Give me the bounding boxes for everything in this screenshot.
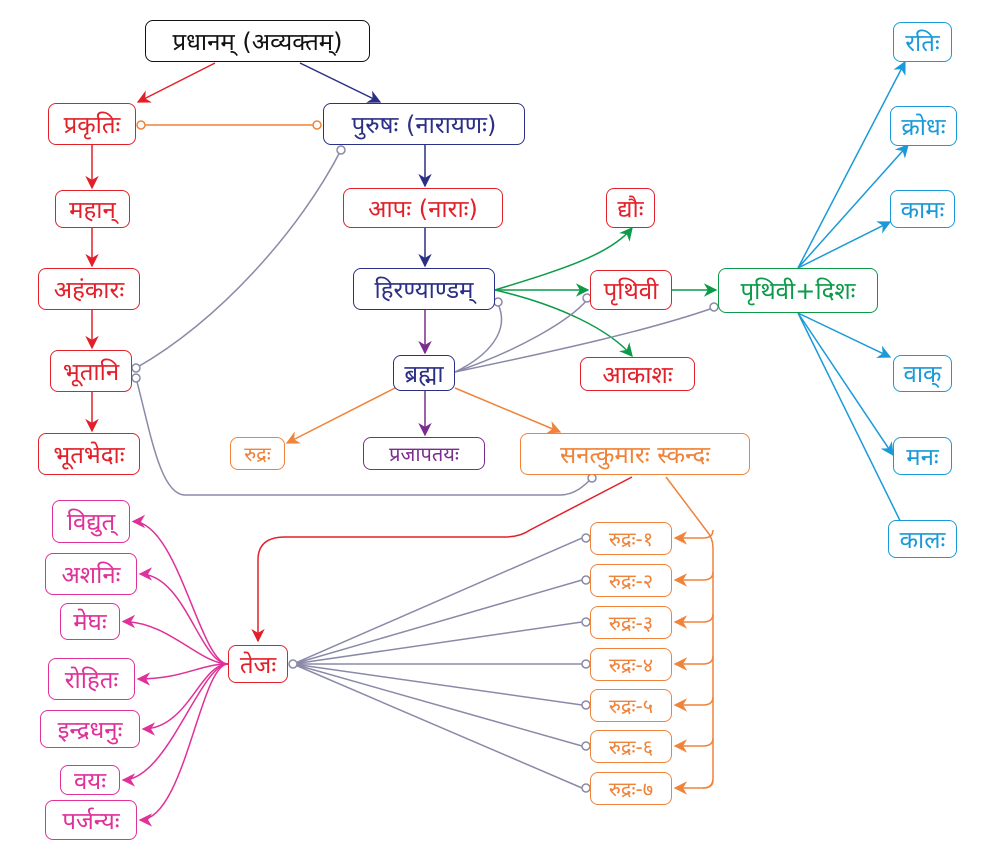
node-ahankara: अहंकारः xyxy=(38,268,140,310)
edge-tejah-magenta-5 xyxy=(121,663,229,787)
edge-tejah-magenta-6 xyxy=(138,663,229,827)
edge-hiranyanda-dyauh xyxy=(494,226,633,291)
edge-pradhanam-prakriti xyxy=(136,62,216,103)
edge-tejah-magenta-1 xyxy=(138,567,229,665)
link-tejah-rudra-5 xyxy=(292,663,583,706)
link-end-circle xyxy=(131,373,141,383)
edge-dishah-blue-0 xyxy=(797,60,906,269)
edge-sanatkumara-rudra-3 xyxy=(673,613,714,629)
node-rudra-5: रुद्रः-५ xyxy=(590,689,672,722)
link-brahma-hiranyanda xyxy=(454,303,503,373)
edge-tejah-magenta-2 xyxy=(121,614,229,665)
edge-dishah-blue-2 xyxy=(797,221,892,269)
link-end-circle xyxy=(581,575,591,585)
node-prithivi: पृथिवी xyxy=(590,270,672,310)
node-rudra-3: रुद्रः-३ xyxy=(590,606,672,639)
node-blue-0: रतिः xyxy=(893,22,952,62)
node-magenta-6: पर्जन्यः xyxy=(45,800,137,840)
edge-sanatkumara-rudra-1 xyxy=(673,529,714,545)
link-end-circle xyxy=(587,473,597,483)
edge-pradhanam-purusha xyxy=(299,62,382,103)
node-sanatkumara: सनत्कुमारः स्कन्दः xyxy=(520,433,750,475)
edge-tejah-magenta-0 xyxy=(131,514,229,665)
node-rudra: रुद्रः xyxy=(230,437,285,470)
node-blue-3: वाक् xyxy=(893,355,952,392)
link-tejah-rudra-2 xyxy=(292,579,583,665)
node-brahma: ब्रह्मा xyxy=(393,355,455,391)
node-apah: आपः (नाराः) xyxy=(343,188,503,228)
edge-tejah-magenta-4 xyxy=(141,663,229,736)
node-blue-2: कामः xyxy=(890,190,955,228)
link-end-circle xyxy=(581,659,591,669)
edge-tejah-magenta-3 xyxy=(136,663,229,686)
link-bhutani-sanatkumara xyxy=(135,377,593,496)
node-hiranyanda: हिरण्याण्डम् xyxy=(353,268,495,310)
node-rudra-2: रुद्रः-२ xyxy=(590,564,672,597)
link-brahma-prithivi xyxy=(454,299,588,373)
link-end-circle xyxy=(336,145,346,155)
edge-sanatkumara-rudra-2 xyxy=(673,571,714,587)
link-end-circle xyxy=(581,783,591,793)
node-prithivi-dishah: पृथिवी+दिशः xyxy=(718,268,878,313)
link-end-circle xyxy=(288,659,298,669)
edge-hiranyanda-akasha xyxy=(494,289,633,358)
node-blue-1: क्रोधः xyxy=(890,106,957,146)
link-tejah-rudra-3 xyxy=(292,621,583,665)
node-pradhanam: प्रधानम् (अव्यक्तम्) xyxy=(145,20,370,62)
node-prakriti: प्रकृतिः xyxy=(48,103,136,145)
link-purusha-bhutani xyxy=(135,149,342,369)
node-magenta-5: वयः xyxy=(60,765,120,795)
node-bhutani: भूतानि xyxy=(50,350,132,392)
node-rudra-4: रुद्रः-४ xyxy=(590,648,672,681)
edge-sanatkumara-rudra-5 xyxy=(673,696,714,712)
link-end-circle xyxy=(709,302,719,312)
link-end-circle xyxy=(312,120,322,130)
edge-brahma-sanatkumara xyxy=(454,387,562,434)
link-end-circle xyxy=(581,617,591,627)
edge-sanatkumara-rudra-6 xyxy=(673,737,714,753)
edge-sanatkumara-rudras-trunk xyxy=(665,476,714,789)
node-bhutabheda: भूतभेदाः xyxy=(38,433,140,475)
link-tejah-rudra-7 xyxy=(292,663,583,789)
link-end-circle xyxy=(131,363,141,373)
link-end-circle xyxy=(581,741,591,751)
node-purusha: पुरुषः (नारायणः) xyxy=(323,103,525,145)
link-end-circle xyxy=(136,120,146,130)
edge-dishah-blue-4 xyxy=(797,312,894,457)
node-blue-5: कालः xyxy=(888,520,957,558)
generated-edges xyxy=(121,60,913,827)
node-prajapataya: प्रजापतयः xyxy=(363,437,485,470)
node-akasha: आकाशः xyxy=(580,357,695,391)
node-magenta-0: विद्युत् xyxy=(52,500,130,543)
node-rudra-6: रुद्रः-६ xyxy=(590,730,672,763)
link-tejah-rudra-6 xyxy=(292,663,583,747)
link-tejah-rudra-1 xyxy=(292,537,583,665)
edge-dishah-blue-1 xyxy=(797,143,909,269)
node-mahan: महान् xyxy=(55,190,130,228)
link-end-circle xyxy=(581,533,591,543)
edge-sanatkumara-rudra-7 xyxy=(673,779,714,795)
node-blue-4: मनः xyxy=(893,437,952,475)
edge-dishah-blue-5 xyxy=(797,312,913,547)
node-magenta-1: अशनिः xyxy=(45,553,137,595)
link-end-circle xyxy=(581,700,591,710)
node-tejah: तेजः xyxy=(228,645,288,683)
edge-brahma-rudra xyxy=(285,387,396,444)
node-rudra-7: रुद्रः-७ xyxy=(590,772,672,805)
edge-sanatkumara-rudra-4 xyxy=(673,655,714,671)
node-magenta-2: मेघः xyxy=(60,603,120,640)
edge-sanatkumara-tejah xyxy=(251,476,633,643)
node-dyauh: द्यौः xyxy=(606,188,655,228)
node-magenta-3: रोहितः xyxy=(48,658,135,700)
node-rudra-1: रुद्रः-१ xyxy=(590,522,672,555)
edge-dishah-blue-3 xyxy=(797,312,892,358)
link-end-circle xyxy=(493,297,503,307)
link-brahma-dishah xyxy=(454,307,714,373)
node-magenta-4: इन्द्रधनुः xyxy=(40,710,140,748)
